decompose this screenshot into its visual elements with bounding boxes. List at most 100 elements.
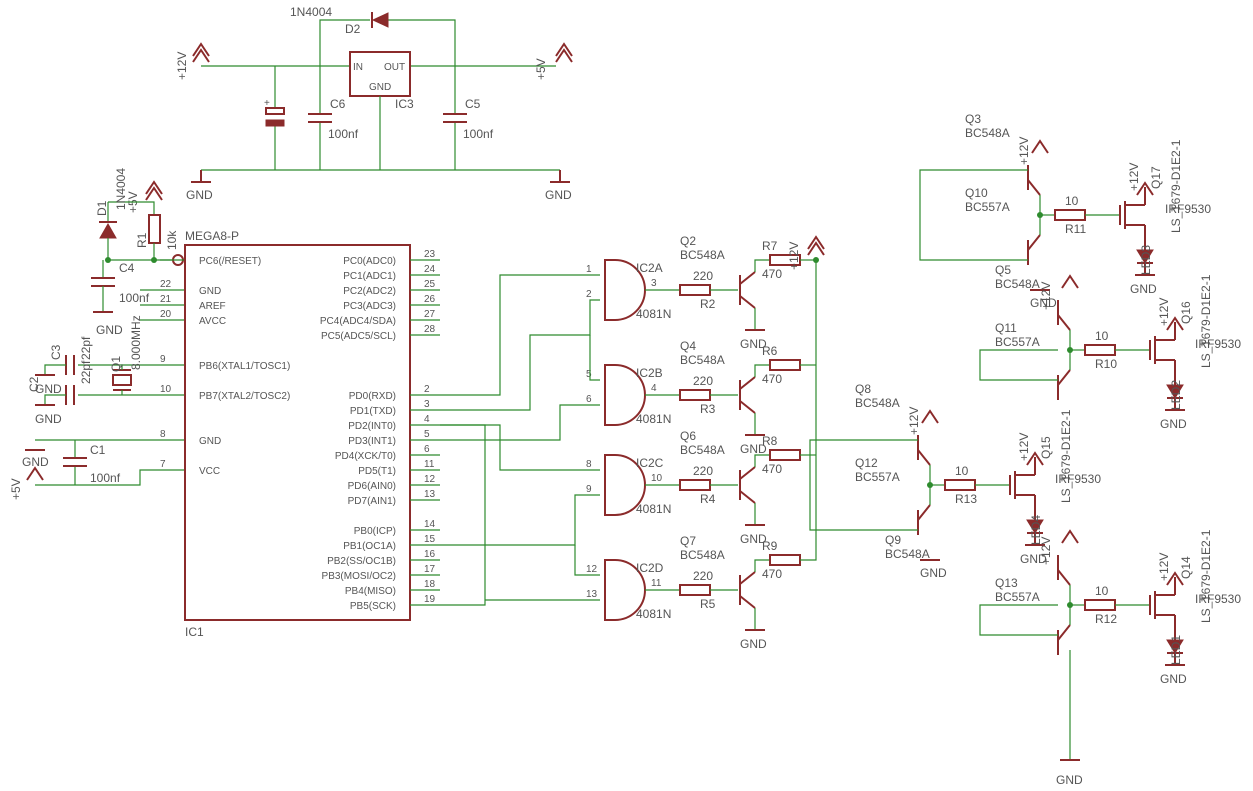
transistor-name: Q13 [995, 576, 1018, 590]
transistor-name: Q8 [855, 382, 871, 396]
resistor-r13 [944, 479, 976, 491]
resistor-r10 [1084, 344, 1116, 356]
led-name: LED2 [1169, 380, 1183, 410]
gate-part: 4081N [636, 412, 671, 426]
gate-pin: 6 [586, 394, 592, 405]
svg-text:C2: C2 [27, 376, 41, 392]
resistor-value: 470 [762, 567, 782, 581]
mcu-pin-number: 21 [160, 294, 172, 305]
resistor-value: 10 [1095, 329, 1109, 343]
svg-text:R1: R1 [135, 232, 149, 248]
svg-text:22pf: 22pf [79, 360, 93, 384]
gate-name: IC2A [636, 261, 663, 275]
diode-d1 [99, 221, 117, 239]
svg-text:GND: GND [186, 188, 213, 202]
gate-pin: 2 [586, 289, 592, 300]
led-type: LS_T679-D1E2-1 [1169, 139, 1183, 233]
gate-input-wiring [440, 274, 600, 606]
fet-type: IRF9530 [1195, 592, 1241, 606]
svg-text:Q1: Q1 [109, 356, 123, 372]
crystal-circuit: C3 22pf C2 22pf GND GND Q1 8.000MHz [27, 315, 185, 426]
gate-pin: 5 [586, 369, 592, 380]
mcu-ic1: MEGA8-P IC1 PC6(/RESET)GND22AREF21AVCC20… [160, 229, 440, 639]
resistor-value: 220 [693, 464, 713, 478]
fet-name: Q14 [1179, 556, 1193, 579]
mcu-pin-number: 11 [424, 459, 435, 470]
svg-text:100nf: 100nf [119, 291, 150, 305]
svg-text:100nf: 100nf [328, 127, 359, 141]
supply-12v-label: +12V [175, 52, 189, 80]
resistor-r11 [1054, 209, 1086, 221]
mcu-pin-label: PC6(/RESET) [199, 256, 261, 267]
mcu-pin-label: PC0(ADC0) [343, 256, 396, 267]
svg-text:GND: GND [22, 455, 49, 469]
diode-d2 [371, 12, 389, 28]
svg-text:1N4004: 1N4004 [290, 5, 332, 19]
led-icon [1026, 519, 1044, 534]
gate-pin: 8 [586, 459, 592, 470]
resistor-name: R11 [1065, 222, 1086, 236]
gate-pin: 9 [586, 484, 592, 495]
transistor-type: BC548A [680, 443, 725, 457]
transistor-type: BC548A [680, 248, 725, 262]
led-name: LED1 [1169, 635, 1183, 665]
mcu-pin-label: PB5(SCK) [350, 601, 396, 612]
gate-part: 4081N [636, 607, 671, 621]
fet-name: Q17 [1149, 166, 1163, 189]
reset-circuit: +5V R1 10k D1 1N4004 C4 100nf GND [91, 168, 185, 337]
led-type: LS_T679-D1E2-1 [1059, 409, 1073, 503]
mcu-pin-number: 23 [424, 249, 436, 260]
mcu-pin-number: 5 [424, 429, 430, 440]
mcu-pin-number: 26 [424, 294, 436, 305]
fet-supply: +12V [1157, 553, 1171, 581]
mcu-pin-number: 25 [424, 279, 436, 290]
power-supply: +12V +5V IN OUT GND IC3 1N4004 D2 + [175, 5, 573, 202]
transistor-type: BC548A [885, 547, 930, 561]
resistor-r8 [769, 449, 801, 461]
led-name: LED3 [1139, 245, 1153, 275]
mcu-pin-label: PD1(TXD) [350, 406, 396, 417]
gnd-label: GND [1160, 417, 1187, 431]
mcu-pin-number: 15 [424, 534, 436, 545]
mcu-pin-label: PC3(ADC3) [343, 301, 396, 312]
gnd-label: GND [1160, 672, 1187, 686]
resistor-value: 470 [762, 462, 782, 476]
resistor-r6 [769, 359, 801, 371]
mcu-pin-number: 18 [424, 579, 436, 590]
transistor-name: Q10 [965, 186, 988, 200]
mcu-pin-label: PD3(INT1) [348, 436, 396, 447]
mcu-pin-number: 7 [160, 459, 166, 470]
capacitor-c2 [65, 385, 75, 405]
transistor-name: Q9 [885, 533, 901, 547]
led-type: LS_T679-D1E2-1 [1199, 274, 1213, 368]
mcu-pin-label: PD7(AIN1) [348, 496, 396, 507]
fet-name: Q15 [1039, 436, 1053, 459]
svg-text:C5: C5 [465, 97, 481, 111]
gnd-label: GND [920, 566, 947, 580]
resistor-value: 220 [693, 269, 713, 283]
mcu-pin-label: VCC [199, 466, 220, 477]
svg-text:C1: C1 [90, 443, 106, 457]
transistor-name: Q3 [965, 112, 981, 126]
svg-text:+5V: +5V [9, 478, 23, 500]
svg-text:OUT: OUT [384, 62, 405, 73]
svg-text:1N4004: 1N4004 [114, 168, 128, 210]
svg-text:+: + [264, 98, 270, 109]
resistor-name: R5 [700, 597, 716, 611]
transistor-type: BC548A [680, 353, 725, 367]
capacitor-c3 [65, 355, 75, 375]
mcu-pin-label: PD4(XCK/T0) [335, 451, 396, 462]
mcu-pin-number: 6 [424, 444, 430, 455]
driver-stages: 220R2GNDR7470Q2BC548A220R3GNDR6470Q4BC54… [679, 234, 801, 651]
resistor-r2 [679, 284, 711, 296]
mcu-pin-label: GND [199, 436, 221, 447]
mcu-pin-label: PB6(XTAL1/TOSC1) [199, 361, 290, 372]
transistor-name: Q12 [855, 456, 878, 470]
led-icon [1166, 384, 1184, 399]
